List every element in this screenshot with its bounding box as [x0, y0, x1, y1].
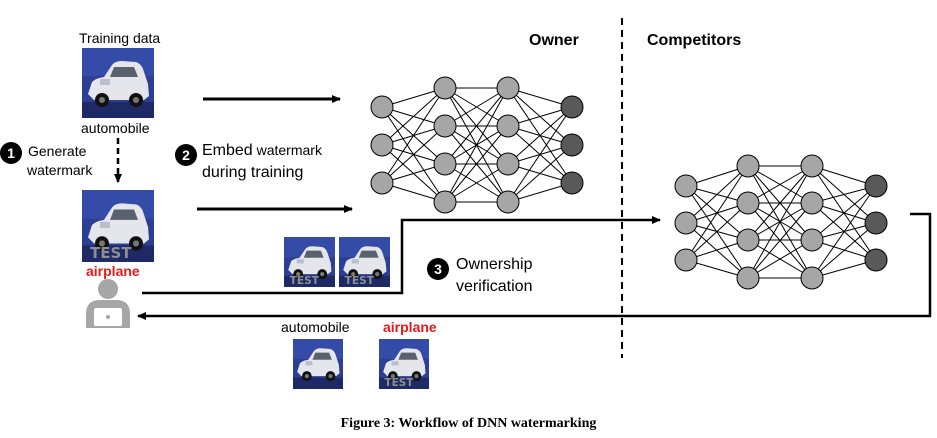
network-edge — [444, 87, 509, 203]
hidden-node — [370, 171, 394, 195]
network-edge — [811, 222, 877, 279]
hidden-node — [800, 266, 824, 290]
hidden-node — [433, 76, 457, 100]
verification-response-arrow — [137, 212, 932, 320]
step-3-text-line2: verification — [456, 278, 533, 295]
hidden-node — [496, 114, 520, 138]
output-node — [560, 133, 584, 157]
hidden-node — [800, 228, 824, 252]
watermarked-query-image: TEST — [379, 339, 429, 389]
owner-label: Owner — [529, 32, 579, 49]
watermark-trigger-text: TEST — [90, 244, 132, 262]
verification-query-arrow — [142, 216, 661, 295]
network-edge — [444, 87, 509, 165]
watermark-trigger-text: TEST — [345, 274, 375, 287]
clean-output-label: automobile — [281, 319, 350, 335]
network-edge — [685, 165, 749, 261]
hidden-node — [674, 174, 698, 198]
competitor-neural-network — [674, 154, 888, 290]
owner-neural-network — [370, 76, 584, 214]
clean-query-image — [293, 339, 343, 389]
output-node — [864, 248, 888, 272]
hidden-node — [433, 114, 457, 138]
hidden-node — [800, 191, 824, 215]
network-edge — [444, 87, 509, 127]
output-node — [560, 171, 584, 195]
step-1-badge: 1 — [0, 142, 22, 164]
network-edge — [381, 87, 446, 184]
hidden-node — [496, 190, 520, 214]
watermark-target-label: airplane — [86, 263, 140, 279]
hidden-node — [736, 266, 760, 290]
network-edge — [444, 163, 509, 203]
hidden-node — [496, 76, 520, 100]
step-1-text-line2: watermark — [27, 162, 93, 178]
training-data-label: Training data — [79, 30, 161, 46]
hidden-node — [433, 152, 457, 176]
network-edge — [747, 165, 813, 204]
step-2-text-line1: Embed watermark — [202, 142, 322, 159]
step-3-badge: 3 — [427, 258, 449, 280]
watermarked-sample-1: TEST — [284, 237, 335, 287]
step-3-text-line1: Ownership — [456, 256, 533, 273]
output-node — [560, 95, 584, 119]
hidden-node — [736, 154, 760, 178]
figure-caption: Figure 3: Workflow of DNN watermarking — [340, 416, 597, 431]
hidden-node — [370, 95, 394, 119]
network-edge — [811, 185, 877, 279]
automobile-label: automobile — [81, 120, 150, 136]
network-edge — [747, 165, 813, 279]
hidden-node — [674, 248, 698, 272]
network-edge — [507, 106, 573, 165]
competitors-label: Competitors — [647, 32, 742, 49]
hidden-node — [800, 154, 824, 178]
user-icon — [86, 279, 130, 328]
hidden-node — [496, 152, 520, 176]
network-edge — [811, 185, 877, 241]
network-edge — [747, 202, 813, 279]
watermarked-image: TEST — [82, 190, 154, 262]
watermark-output-label: airplane — [383, 319, 437, 335]
training-image — [82, 48, 154, 118]
hidden-node — [736, 191, 760, 215]
network-edge — [507, 106, 573, 203]
hidden-node — [370, 133, 394, 157]
network-edge — [381, 87, 446, 146]
watermark-trigger-text: TEST — [385, 377, 415, 389]
network-edge — [685, 165, 749, 224]
watermark-trigger-text: TEST — [290, 274, 320, 287]
network-edge — [747, 239, 813, 279]
output-node — [864, 211, 888, 235]
network-edge — [685, 202, 749, 261]
step-1-text-line1: Generate — [28, 143, 87, 159]
output-node — [864, 174, 888, 198]
step-2-text-line2: during training — [202, 164, 304, 181]
network-edge — [747, 165, 813, 241]
hidden-node — [736, 228, 760, 252]
watermarked-sample-2: TEST — [339, 237, 390, 287]
network-edge — [507, 144, 573, 203]
step-2-badge: 2 — [175, 144, 197, 166]
hidden-node — [433, 190, 457, 214]
network-edge — [444, 125, 509, 203]
network-edge — [381, 125, 446, 184]
hidden-node — [674, 211, 698, 235]
